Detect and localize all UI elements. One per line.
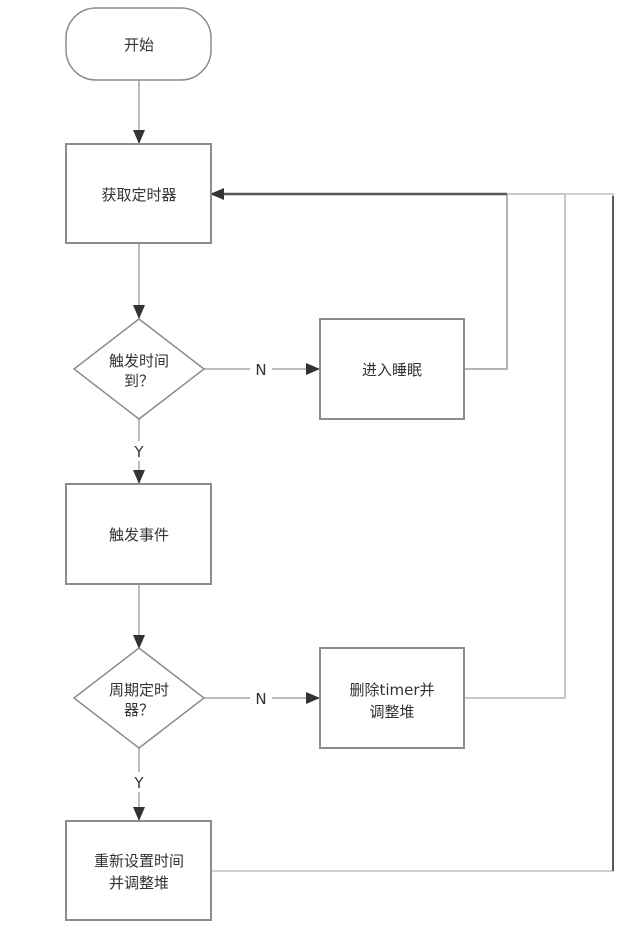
edge-label-bg bbox=[250, 688, 272, 708]
node-decision-periodic-line2: 器？ bbox=[124, 701, 154, 719]
node-start: 开始 bbox=[65, 7, 212, 81]
node-reset-time: 重新设置时间 并调整堆 bbox=[65, 820, 212, 921]
node-delete-timer: 删除timer并 调整堆 bbox=[319, 647, 465, 749]
node-fire-event: 触发事件 bbox=[65, 483, 212, 585]
node-reset-time-line1: 重新设置时间 bbox=[94, 852, 184, 870]
node-decision-time-reached-line1: 触发时间 bbox=[109, 352, 169, 370]
edge-label-bg bbox=[250, 359, 272, 379]
node-decision-periodic: 周期定时 器？ bbox=[72, 647, 206, 749]
node-get-timer: 获取定时器 bbox=[65, 143, 212, 244]
edge-label-bg bbox=[129, 772, 149, 792]
edge-label-n-1: N bbox=[255, 361, 266, 379]
node-sleep: 进入睡眠 bbox=[319, 318, 465, 420]
node-decision-time-reached: 触发时间 到？ bbox=[72, 318, 206, 420]
node-decision-periodic-line1: 周期定时 bbox=[109, 681, 169, 699]
edge-reset-time-return bbox=[211, 193, 614, 872]
node-sleep-label: 进入睡眠 bbox=[362, 361, 422, 379]
node-fire-event-label: 触发事件 bbox=[109, 526, 169, 544]
edge-label-y-2: Y bbox=[133, 774, 144, 792]
edge-label-y-1: Y bbox=[133, 443, 144, 461]
node-reset-time-line2: 并调整堆 bbox=[109, 874, 169, 892]
edge-delete-timer-return bbox=[440, 193, 566, 699]
edge-label-n-2: N bbox=[255, 690, 266, 708]
edge-label-bg bbox=[129, 441, 149, 461]
node-decision-time-reached-line2: 到？ bbox=[124, 372, 154, 390]
node-delete-timer-line1: 删除timer并 bbox=[349, 681, 434, 699]
node-delete-timer-line2: 调整堆 bbox=[369, 703, 414, 721]
node-get-timer-label: 获取定时器 bbox=[101, 186, 176, 204]
node-start-label: 开始 bbox=[124, 36, 154, 54]
